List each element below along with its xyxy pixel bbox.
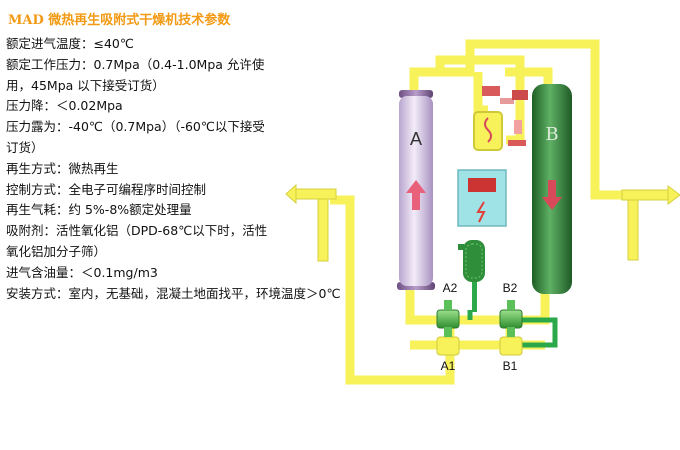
spec-line: 压力降：＜0.02Mpa (6, 98, 123, 114)
spec-line: 控制方式：全电子可编程序时间控制 (6, 181, 207, 197)
arrow-down-icon (542, 180, 562, 210)
spec-line: 吸附剂：活性氧化铝（DPD-68℃以下时，活性 (6, 223, 268, 239)
valve-label-b2: B2 (503, 281, 518, 295)
spec-list: 额定进气温度：≤40℃ 额定工作压力：0.7Mpa（0.4-1.0Mpa 允许使… (6, 34, 341, 304)
arrow-up-icon (406, 180, 426, 210)
tower-a-label: A (410, 129, 422, 149)
valve-label-a2: A2 (443, 281, 458, 295)
silencer (458, 240, 485, 312)
spec-line: 压力露为：-40℃（0.7Mpa）（-60℃以下接受 (6, 119, 265, 135)
regen-manifold-pipe (405, 290, 550, 325)
outlet-tee (621, 185, 680, 261)
spec-line: 订货） (6, 139, 44, 155)
spec-line: 安装方式：室内，无基础，混凝土地面找平，环境温度＞0℃ (6, 285, 341, 301)
spec-line: 再生气耗：约 5%-8%额定处理量 (6, 202, 192, 218)
regen-exhaust-pipe (467, 310, 558, 348)
valve-label-a1: A1 (441, 359, 456, 373)
dryer-flow-diagram: A B A2 B2 A1 B1 (285, 39, 680, 385)
spec-line: 额定进气温度：≤40℃ (6, 36, 134, 51)
valve-b2 (499, 300, 523, 329)
inlet-tee (285, 183, 337, 262)
inlet-manifold-pipe (330, 195, 455, 385)
tower-b-label: B (545, 124, 558, 145)
outlet-pipe (409, 39, 630, 200)
top-valve-block (473, 86, 528, 151)
spec-line: 氧化铝加分子筛） (6, 243, 107, 259)
spec-line: 再生方式：微热再生 (6, 160, 119, 176)
valve-a1 (436, 327, 460, 356)
spec-line: 进气含油量：＜0.1mg/m3 (6, 264, 158, 280)
tower-a: A (397, 90, 435, 290)
lightning-icon (476, 201, 486, 223)
valve-a2 (436, 300, 460, 329)
tower-b: B (532, 84, 572, 294)
control-panel (457, 169, 507, 227)
spec-line: 额定工作压力：0.7Mpa（0.4-1.0Mpa 允许使 (6, 56, 265, 72)
spec-line: 用，45Mpa 以下接受订货） (6, 77, 165, 93)
page-title: MAD 微热再生吸附式干燥机技术参数 (8, 13, 231, 28)
valve-b1 (499, 327, 523, 356)
valve-label-b1: B1 (503, 359, 518, 373)
panel-display (468, 178, 496, 192)
